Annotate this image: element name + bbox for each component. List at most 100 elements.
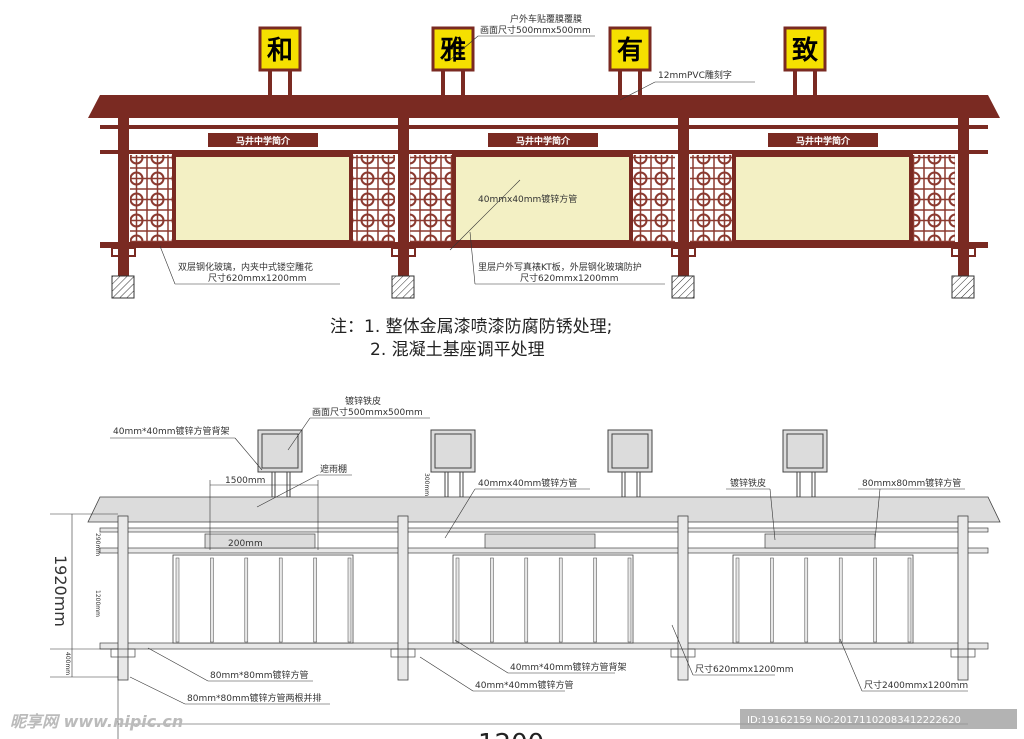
- sign-leg: [796, 469, 801, 498]
- frame-note: 40mm*40mm镀锌方管背架: [113, 425, 229, 437]
- sign-leg: [444, 469, 449, 498]
- concrete-footing: [951, 275, 975, 299]
- glass-panel: [172, 554, 354, 644]
- pipe-note: 40mmx40mm镀锌方管: [478, 193, 577, 205]
- id-banner: [740, 709, 1017, 729]
- sign-leg: [461, 68, 465, 96]
- note-line-1: 注：1. 整体金属漆喷漆防腐防锈处理;: [330, 317, 612, 337]
- lattice-panel: [352, 155, 395, 242]
- post: [117, 515, 129, 681]
- sign-leg: [268, 68, 272, 96]
- post: [118, 118, 129, 276]
- header-board: [768, 133, 878, 147]
- canopy-label: 遮雨棚: [320, 463, 347, 475]
- sheet-size: 画面尺寸500mmx500mm: [312, 406, 423, 418]
- mullion: [455, 557, 460, 643]
- pipe-note-bottom: 40mmx40mm镀锌方管: [478, 477, 577, 489]
- sign-leg: [271, 469, 276, 498]
- roof: [88, 95, 1000, 118]
- sign-sheet: [261, 433, 299, 469]
- header-label: 马井中学简介: [796, 135, 851, 147]
- lattice-panel: [912, 155, 955, 242]
- post: [677, 515, 689, 681]
- dim-400: 400mm: [64, 652, 71, 675]
- mullion: [838, 557, 843, 643]
- sign-leg: [288, 68, 292, 96]
- lattice-panel: [410, 155, 453, 242]
- bottom-dimension: 1200: [478, 729, 544, 739]
- concrete-footing: [671, 275, 695, 299]
- frame40-note: 40mm*40mm镀锌方管背架: [510, 661, 626, 673]
- metal-sheet: [204, 533, 316, 549]
- display-panel: [172, 153, 353, 244]
- mullion: [175, 557, 180, 643]
- sign-leg: [459, 469, 464, 498]
- dim-1500: 1500mm: [225, 476, 265, 486]
- display-panel: [732, 153, 913, 244]
- sign-character: 和: [267, 36, 293, 66]
- header-board: [488, 133, 598, 147]
- glass-panel: [452, 554, 634, 644]
- sign-leg: [813, 68, 817, 96]
- size2400-note: 尺寸2400mmx1200mm: [864, 679, 968, 691]
- sheet-note: 镀锌铁皮: [345, 395, 381, 407]
- structure-elevation: 镀锌铁皮 画面尺寸500mmx500mm 40mm*40mm镀锌方管背架 遮雨棚…: [50, 395, 1001, 739]
- mullion: [804, 557, 809, 643]
- sign-leg: [638, 68, 642, 96]
- size620-note: 尺寸620mmx1200mm: [695, 663, 793, 675]
- bottom-rail: [100, 242, 988, 248]
- bracket: [110, 648, 136, 658]
- sign-leg: [636, 469, 641, 498]
- header-board: [208, 133, 318, 147]
- top-elevation: 和雅有致 马井中学简介马井中学简介马井中学简介 户外车贴覆膜覆膜 画面尺寸500…: [88, 13, 1000, 299]
- panel-size: 尺寸620mmx1200mm: [520, 272, 618, 284]
- mullion: [770, 557, 774, 643]
- sheet-label: 镀锌铁皮: [730, 477, 766, 489]
- note-line-2: 2. 混凝土基座调平处理: [370, 340, 545, 360]
- header-rail: [100, 125, 988, 129]
- mullion: [490, 557, 494, 643]
- post: [398, 118, 409, 276]
- bracket: [111, 247, 136, 257]
- header-label: 马井中学简介: [516, 135, 571, 147]
- sign-sheet: [611, 433, 649, 469]
- sign-sheet: [434, 433, 472, 469]
- glass-panel: [732, 554, 914, 644]
- pvc-note: 12mmPVC雕刻字: [658, 69, 732, 81]
- post: [397, 515, 409, 681]
- bracket: [951, 247, 976, 257]
- rail: [99, 642, 989, 650]
- dim-300: 300mm: [423, 473, 430, 496]
- mullion: [558, 557, 563, 643]
- canopy: [87, 496, 1001, 523]
- rail: [99, 527, 989, 533]
- mullion: [278, 557, 283, 643]
- sign-note: 户外车贴覆膜覆膜: [510, 13, 582, 25]
- header-rail: [100, 150, 988, 154]
- calligraphy-sign: [608, 26, 652, 72]
- sign-leg: [811, 469, 816, 498]
- sign-leg: [286, 469, 291, 498]
- sign-sheet: [786, 433, 824, 469]
- dim-1920: 1920mm: [51, 555, 70, 627]
- sign-character: 雅: [440, 36, 466, 66]
- pipe40-note: 40mm*40mm镀锌方管: [475, 679, 573, 691]
- mullion: [627, 557, 632, 643]
- bracket: [390, 648, 416, 658]
- panel-note: 里层户外写真裱KT板，外层钢化玻璃防护: [478, 261, 642, 273]
- lattice-note: 双层钢化玻璃，内夹中式镂空雕花: [178, 261, 313, 273]
- mullion: [873, 557, 877, 643]
- mullion: [524, 557, 529, 643]
- sign-character: 有: [617, 36, 643, 66]
- bracket: [671, 247, 696, 257]
- image-id: ID:19162159 NO:20171102083412222620: [747, 715, 961, 726]
- dim-290: 290mm: [94, 533, 101, 556]
- mullion: [313, 557, 317, 643]
- dim-200: 200mm: [228, 539, 263, 549]
- mullion: [244, 557, 249, 643]
- concrete-footing: [111, 275, 135, 299]
- mullion: [593, 557, 597, 643]
- lattice-panel: [690, 155, 733, 242]
